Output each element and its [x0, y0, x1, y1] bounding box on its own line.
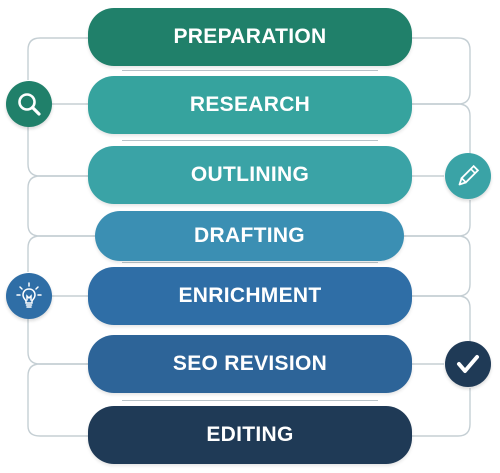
- step-label: DRAFTING: [194, 224, 305, 247]
- lightbulb-icon: [6, 273, 52, 319]
- step-label: ENRICHMENT: [178, 284, 322, 307]
- step-label: SEO REVISION: [172, 352, 328, 375]
- separator-line: [122, 70, 378, 72]
- step-seo-revision[interactable]: SEO REVISION: [88, 335, 412, 393]
- step-enrichment[interactable]: ENRICHMENT: [88, 267, 412, 325]
- step-preparation[interactable]: PREPARATION: [88, 8, 412, 66]
- step-label: OUTLINING: [190, 163, 310, 186]
- step-drafting[interactable]: DRAFTING: [95, 211, 404, 261]
- step-editing[interactable]: EDITING: [88, 406, 412, 464]
- step-label: EDITING: [206, 423, 294, 446]
- step-label: RESEARCH: [189, 93, 311, 116]
- checkmark-icon: [445, 341, 491, 387]
- step-label: PREPARATION: [173, 25, 327, 48]
- pencil-icon: [445, 153, 491, 199]
- separator-line: [122, 400, 378, 402]
- separator-line: [122, 262, 378, 264]
- step-research[interactable]: RESEARCH: [88, 76, 412, 134]
- magnifier-icon: [6, 81, 52, 127]
- step-outlining[interactable]: OUTLINING: [88, 146, 412, 204]
- separator-line: [122, 140, 378, 142]
